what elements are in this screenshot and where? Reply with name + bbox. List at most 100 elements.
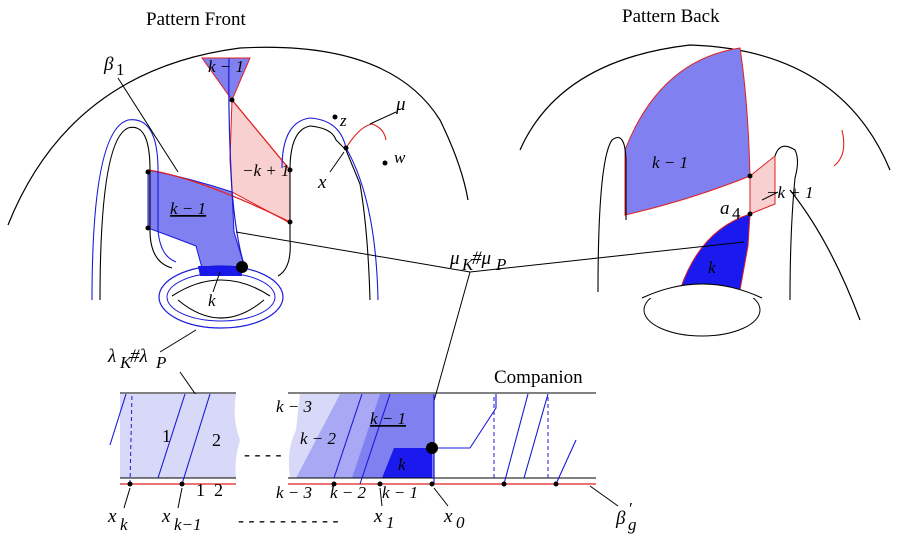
arrow-beta1 — [117, 77, 179, 173]
label-comp-bot-1: 1 — [196, 480, 205, 500]
label-beta-g: β — [615, 508, 626, 529]
arrow-mu — [369, 111, 397, 125]
back-left-handle — [597, 136, 627, 293]
label-lambda-sum-sub1: K — [119, 353, 133, 372]
back-region-k — [679, 213, 751, 291]
comp-left-dash — [129, 393, 133, 485]
front-red-curve — [147, 169, 291, 223]
label-x1: x — [373, 506, 383, 527]
front-left-handle — [99, 126, 173, 301]
back-outer-arc — [519, 44, 891, 171]
label-back-k-plus-1: −k + 1 — [766, 183, 814, 202]
label-comp-bot-k-minus-2: k − 2 — [330, 483, 367, 502]
comp-point-c — [501, 481, 507, 487]
comp-big-dot — [426, 442, 438, 454]
front-hole-inner — [166, 272, 276, 322]
label-comp-k-minus-1: k − 1 — [370, 409, 406, 428]
label-w: w — [394, 148, 406, 167]
label-xk: x — [107, 506, 117, 527]
front-point-5 — [287, 219, 293, 225]
label-a4-sub: 4 — [732, 204, 741, 223]
label-lambda-sum-mid: #λ — [130, 346, 148, 367]
companion: 1 2 1 2 - - - - - - - - - - - - - - k − … — [107, 392, 637, 534]
comp-left-light — [120, 394, 240, 478]
front-red-curve-2 — [231, 99, 291, 171]
label-mu: μ — [395, 94, 406, 115]
front-hole-outer — [158, 265, 284, 329]
label-x0-sub: 0 — [456, 513, 465, 532]
label-beta-g-prime: ′ — [628, 499, 632, 518]
back-region-k-plus-1 — [749, 154, 776, 215]
label-back-k: k — [708, 258, 716, 277]
label-mu-sum-sub2: P — [495, 255, 506, 274]
label-front-k: k — [208, 291, 216, 310]
label-comp-bot-k-minus-3: k − 3 — [276, 483, 312, 502]
front-mu-curve — [345, 123, 387, 149]
front-point-3 — [229, 97, 235, 103]
comp-right-step — [434, 394, 497, 449]
comp-point-x0 — [429, 481, 435, 487]
back-hole-cover — [641, 283, 763, 299]
comp-point-a — [331, 481, 337, 487]
front-point-1 — [145, 169, 151, 175]
pattern-front: β 1 k − 1 −k + 1 k − 1 k z w x μ — [7, 46, 469, 329]
front-region-k-minus-1-top — [201, 57, 251, 102]
comp-right-line1 — [503, 393, 529, 485]
label-mu-sum: μ — [449, 248, 460, 269]
comp-right-line5 — [359, 393, 391, 485]
arrow-front-k — [212, 271, 221, 293]
comp-right-line2 — [523, 393, 549, 479]
comp-left-line1 — [109, 393, 127, 446]
front-hole-arc-top — [171, 279, 271, 297]
arrow-x1 — [379, 487, 383, 507]
label-beta1: β — [103, 54, 114, 75]
label-lambda-sum-sub2: P — [155, 353, 166, 372]
pattern-back: k − 1 −k + 1 a 4 k — [519, 44, 891, 337]
front-right-handle-top — [289, 125, 371, 301]
label-comp-bot-2: 2 — [214, 480, 223, 500]
comp-point-b — [377, 481, 383, 487]
front-region-k-minus-1 — [147, 169, 246, 269]
label-mu-sum-sub1: K — [461, 255, 475, 274]
comp-point-d — [553, 481, 559, 487]
comp-left-line3 — [181, 393, 211, 485]
label-lambda-sum: λ — [107, 346, 116, 367]
front-point-x — [343, 145, 349, 151]
comp-point-xk1 — [179, 481, 185, 487]
label-dots-mid: - - - - — [244, 444, 281, 464]
label-front-k-minus-1-top: k − 1 — [208, 57, 244, 76]
label-x: x — [317, 172, 327, 193]
comp-point-xk — [127, 481, 133, 487]
front-right-handle-blue — [281, 117, 379, 301]
arrow-xk — [123, 487, 131, 509]
label-xk1-sub: k−1 — [174, 515, 202, 534]
front-point-z — [332, 114, 338, 120]
label-xk1: x — [161, 506, 171, 527]
label-x1-sub: 1 — [386, 513, 395, 532]
arrow-mu-sum-companion — [431, 271, 471, 409]
label-dots-bottom: - - - - - - - - - - — [238, 510, 338, 530]
title-companion: Companion — [494, 367, 583, 388]
label-comp-1: 1 — [162, 426, 171, 446]
arrow-x — [329, 151, 345, 173]
comp-right-line3 — [555, 439, 577, 485]
label-comp-bot-k-minus-1: k − 1 — [382, 483, 418, 502]
comp-left-line2 — [157, 393, 186, 479]
label-comp-2: 2 — [212, 430, 221, 450]
label-comp-k-minus-3: k − 3 — [276, 397, 312, 416]
back-region-k-minus-1 — [624, 47, 751, 216]
front-hole-arc-bottom — [177, 299, 265, 319]
label-beta-g-sub: g — [628, 515, 637, 534]
back-point-1 — [747, 173, 753, 179]
front-left-handle-blue — [91, 119, 177, 301]
arrow-beta-g — [589, 485, 619, 507]
label-comp-k: k — [398, 455, 406, 474]
label-front-neg-k-plus-1: −k + 1 — [242, 161, 290, 180]
front-blue-line — [228, 57, 246, 269]
arrow-xk1 — [177, 487, 183, 509]
back-outer-arc-2 — [789, 189, 861, 321]
arrow-lambda-front — [159, 329, 197, 353]
front-point-2 — [145, 225, 151, 231]
comp-right-dark — [382, 448, 432, 478]
